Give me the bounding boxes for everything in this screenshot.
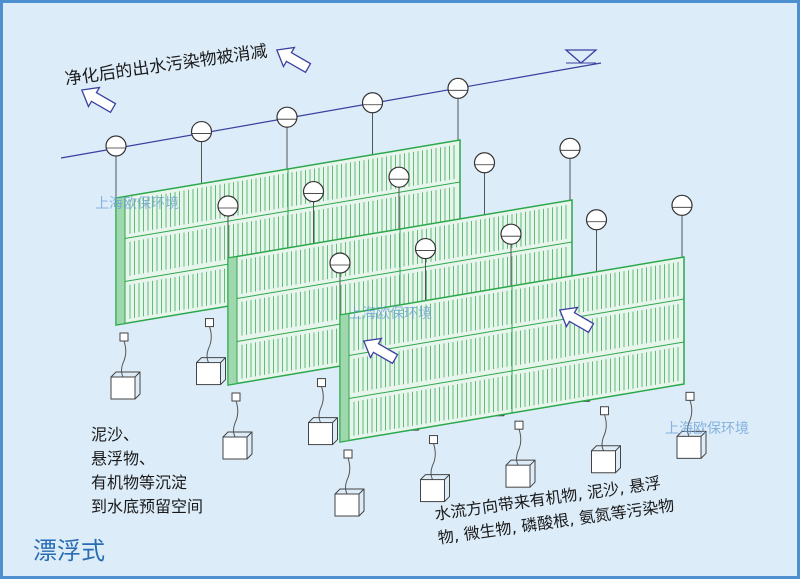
anchor-rope: [516, 429, 522, 466]
float-ball: [329, 252, 351, 274]
anchor-weight: [420, 474, 450, 502]
type-label: 漂浮式: [33, 537, 105, 565]
connector-box: [685, 391, 695, 401]
panel-divider: [349, 298, 684, 356]
anchor-weight: [222, 431, 253, 460]
sediment-caption: 泥沙、 悬浮物、 有机物等沉淀 到水底预留空间: [91, 425, 204, 516]
connector-box: [205, 318, 214, 328]
outflow-arrow: [275, 46, 312, 74]
panel-edge-strip: [339, 312, 350, 443]
anchor-rope: [318, 386, 324, 423]
connector-box: [514, 420, 524, 430]
anchor-weight: [308, 417, 338, 445]
anchor-weight: [334, 493, 360, 517]
float-ball: [585, 209, 608, 231]
connector-box: [119, 332, 129, 342]
float-ball: [217, 195, 239, 217]
float-ball: [361, 92, 384, 114]
panel-divider: [125, 181, 460, 239]
anchor-weight: [676, 430, 707, 459]
panel-divider: [237, 241, 572, 299]
inflow-arrow: [362, 337, 399, 365]
connector-box: [429, 435, 438, 445]
connector-box: [231, 392, 241, 402]
anchor-weight: [420, 479, 445, 503]
anchor-weight: [505, 464, 531, 488]
anchor-rope: [206, 326, 212, 363]
float-ball: [302, 180, 325, 203]
anchor-weight: [308, 422, 333, 446]
anchor-weight: [110, 376, 136, 400]
anchor-rope: [345, 457, 351, 495]
float-ball: [105, 135, 127, 157]
float-ball: [500, 223, 522, 245]
arrow-icon: [558, 306, 595, 334]
arrow-icon: [362, 337, 399, 365]
anchor-rope: [687, 400, 693, 437]
float-ball: [190, 120, 213, 143]
float-ball: [671, 194, 693, 216]
anchor-rope: [233, 400, 239, 438]
float-ball: [473, 152, 496, 174]
anchor-weight: [591, 445, 621, 474]
connector-box: [600, 406, 609, 416]
anchor-weight: [222, 436, 248, 460]
arrow-icon: [275, 46, 312, 74]
float-ball: [559, 137, 581, 159]
outflow-arrow: [80, 86, 117, 114]
float-ball: [276, 106, 298, 128]
anchor-rope: [121, 340, 127, 378]
panel-edge-strip: [115, 195, 126, 326]
water-level-icon: [564, 49, 598, 64]
anchor-weight: [196, 357, 226, 385]
float-ball: [388, 166, 410, 188]
anchor-weight: [591, 450, 616, 474]
arrow-icon: [80, 86, 117, 114]
watermark-logo: 上海欧保环境: [95, 196, 179, 212]
float-ball: [447, 77, 469, 99]
anchor-weight: [676, 435, 702, 459]
inflow-arrow: [558, 306, 595, 334]
ecological-panel: [339, 256, 685, 443]
float-ball: [414, 237, 437, 260]
watermark-logo: 上海欧保环境: [665, 421, 749, 437]
panel-divider: [349, 341, 684, 399]
anchor-rope: [601, 414, 607, 451]
anchor-weight: [334, 488, 365, 517]
water-surface-line: [60, 62, 602, 159]
anchor-rope: [430, 443, 436, 480]
connector-box: [317, 378, 326, 388]
panel-edge-strip: [227, 255, 238, 386]
connector-box: [343, 449, 353, 459]
anchor-weight: [505, 459, 536, 488]
watermark-logo: 上海欧保环境: [348, 306, 432, 322]
anchor-weight: [110, 371, 141, 400]
anchor-weight: [196, 362, 221, 386]
floating-wetland-diagram: [60, 46, 707, 517]
